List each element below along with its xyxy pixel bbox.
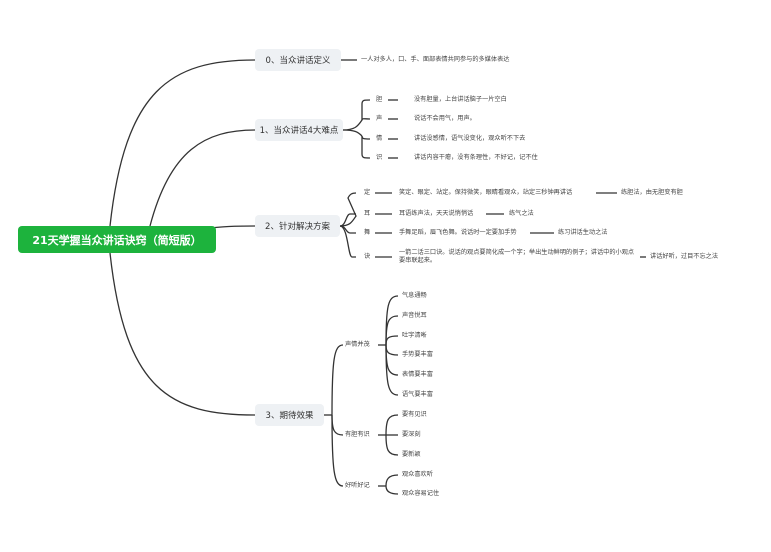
group-label-1[interactable]: 声情并茂 (345, 341, 370, 348)
branch-2-result-3[interactable]: 练习讲话生动之法 (558, 229, 608, 236)
group-3-item[interactable]: 观众容易记住 (402, 490, 440, 497)
branch-2-topic[interactable]: 2、针对解决方案 (255, 215, 340, 237)
group-2-item[interactable]: 要新颖 (402, 451, 421, 458)
branch-0-topic[interactable]: 0、当众讲话定义 (255, 49, 341, 71)
branch-2-key-3[interactable]: 舞 (364, 229, 371, 236)
branch-1-text-4[interactable]: 讲话内容干瘪，没有条理性，不好记，记不住 (414, 154, 538, 161)
root-topic[interactable]: 21天学握当众讲话诀窍（简短版） (18, 226, 216, 253)
group-1-item[interactable]: 表情要丰富 (402, 371, 433, 378)
branch-1-text-1[interactable]: 没有胆量，上台讲话脑子一片空白 (414, 96, 507, 103)
group-1-item[interactable]: 吐字清晰 (402, 332, 427, 339)
group-2-item[interactable]: 要深刻 (402, 431, 421, 438)
branch-2-result-1[interactable]: 练胆法，由无胆变有胆 (621, 189, 683, 196)
branch-2-key-1[interactable]: 定 (364, 189, 371, 196)
branch-2-text-2[interactable]: 耳语练声法，天天说悄悄话 (399, 210, 474, 217)
branch-2-result-2[interactable]: 练气之法 (509, 210, 534, 217)
branch-1-key-2[interactable]: 声 (376, 115, 383, 122)
branch-1-key-3[interactable]: 情 (376, 135, 383, 142)
group-3-item[interactable]: 观众喜欢听 (402, 471, 433, 478)
group-label-2[interactable]: 有胆有识 (345, 431, 370, 438)
branch-1-key-1[interactable]: 胆 (376, 96, 383, 103)
branch-2-result-4[interactable]: 讲话好听，过目不忘之法 (650, 253, 719, 260)
branch-1-key-4[interactable]: 识 (376, 154, 383, 161)
branch-1-topic[interactable]: 1、当众讲话4大难点 (255, 119, 343, 141)
branch-2-key-4[interactable]: 诀 (364, 253, 371, 260)
group-1-item[interactable]: 声音悦耳 (402, 312, 427, 319)
branch-2-text-3[interactable]: 手舞足蹈，眉飞色舞。说话时一定要加手势 (399, 229, 517, 236)
branch-1-text-2[interactable]: 说话不会用气，用声。 (414, 115, 476, 122)
branch-2-text-4[interactable]: 一箭二话三口诀。说话的观点要简化成一个字；举出生动鲜明的例子；讲话中的小观点要串… (399, 249, 635, 264)
branch-3-topic[interactable]: 3、期待效果 (255, 404, 324, 426)
branch-1-text-3[interactable]: 讲话没感情，语气没变化，观众听不下去 (414, 135, 526, 142)
group-label-3[interactable]: 好听好记 (345, 482, 370, 489)
branch-2-text-1[interactable]: 笑定、眼定、站定。保持微笑，眼睛看观众，站定三秒钟再讲话 (399, 189, 573, 196)
group-1-item[interactable]: 气息通畅 (402, 292, 427, 299)
group-1-item[interactable]: 语气要丰富 (402, 391, 433, 398)
group-1-item[interactable]: 手势要丰富 (402, 351, 433, 358)
branch-0-detail[interactable]: 一人对多人，口、手、面部表情共同参与的多媒体表达 (361, 56, 510, 63)
group-2-item[interactable]: 要有见识 (402, 411, 427, 418)
branch-2-key-2[interactable]: 耳 (364, 210, 371, 217)
